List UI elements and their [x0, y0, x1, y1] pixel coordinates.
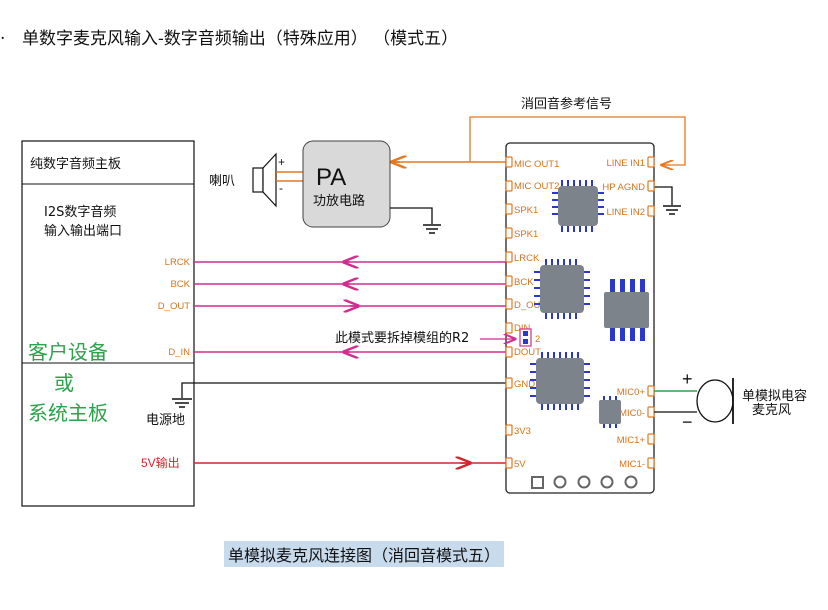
- board-signal-dout: D_OUT: [158, 301, 190, 312]
- heading-text: 单数字麦克风输入-数字音频输出（特殊应用） （模式五）: [22, 29, 459, 49]
- speaker-plus: +: [278, 155, 285, 169]
- analog-microphone: + − 单模拟电容 麦克风: [654, 369, 807, 432]
- pa-amplifier: PA 功放电路: [302, 140, 441, 234]
- port-label-line2: 输入输出端口: [44, 223, 122, 239]
- pin-line-in2: LINE IN2: [606, 207, 645, 218]
- board-signal-din: D_IN: [168, 347, 190, 358]
- chip-middle: [534, 259, 590, 319]
- echo-reference-loop: 消回音参考信号: [469, 96, 686, 165]
- power-out-label: 5V输出: [141, 455, 180, 470]
- r2-resistor: 2: [519, 328, 540, 347]
- pin-mic1-plus: MIC1+: [617, 435, 646, 446]
- pin-bck: BCK: [514, 277, 534, 288]
- pin-dout: DOUT: [514, 347, 541, 358]
- port-label-line1: I2S数字音频: [44, 204, 116, 220]
- mic-label-line1: 单模拟电容: [742, 388, 807, 404]
- ground-connection: 电源地: [146, 382, 510, 428]
- ic-right: [604, 279, 649, 341]
- heading-number: .: [0, 24, 6, 44]
- pin-lrck: LRCK: [514, 253, 540, 264]
- pin-gnd: GND: [514, 379, 535, 390]
- figure-caption: 单模拟麦克风连接图（消回音模式五）: [224, 541, 505, 567]
- bottom-connector: [531, 475, 638, 489]
- pa-subtitle: 功放电路: [313, 193, 365, 209]
- r2-label: 2: [535, 334, 540, 345]
- pin-mic0-minus: MIC0-: [619, 408, 645, 419]
- pin-line-in1: LINE IN1: [606, 158, 645, 169]
- pin-hp-agnd: HP AGND: [602, 182, 645, 193]
- chip-small: [599, 396, 621, 428]
- pin-mic-out1: MIC OUT1: [514, 159, 559, 170]
- board-signal-lrck: LRCK: [165, 257, 191, 268]
- echo-ref-label: 消回音参考信号: [521, 96, 612, 112]
- pin-dout-label: D_OUT: [514, 300, 546, 311]
- customer-label-line2: 或: [54, 371, 74, 395]
- section-heading: . 单数字麦克风输入-数字音频输出（特殊应用） （模式五）: [0, 18, 828, 50]
- hp-agnd-ground: [652, 186, 681, 215]
- customer-label-line3: 系统主板: [28, 401, 108, 425]
- speaker-minus: -: [279, 181, 283, 195]
- main-board: 纯数字音频主板 I2S数字音频 输入输出端口 客户设备 或 系统主板 LRCK …: [21, 140, 195, 507]
- mic-label-line2: 麦克风: [752, 403, 791, 418]
- pin-spk1-b: SPK1: [514, 229, 538, 240]
- customer-label-line1: 客户设备: [28, 340, 108, 364]
- speaker: 喇叭 + -: [209, 152, 303, 208]
- mic-module: MIC OUT1 MIC OUT2 SPK1 SPK1 LRCK BCK D_O…: [505, 142, 655, 494]
- pin-mic-out2: MIC OUT2: [514, 181, 559, 192]
- pin-3v3: 3V3: [514, 426, 531, 437]
- pa-title: PA: [316, 164, 346, 191]
- pin-mic1-minus: MIC1-: [619, 459, 645, 470]
- pin-5v: 5V: [514, 459, 526, 470]
- i2s-wires: [194, 262, 510, 352]
- chip-top: [552, 180, 604, 232]
- mic-plus: +: [682, 369, 693, 389]
- speaker-label: 喇叭: [209, 174, 235, 189]
- chip-bottom: [530, 352, 590, 410]
- r2-note: 此模式要拆掉模组的R2: [335, 330, 469, 346]
- board-title: 纯数字音频主板: [30, 156, 121, 172]
- pin-spk1-a: SPK1: [514, 205, 538, 216]
- ground-label: 电源地: [146, 413, 185, 428]
- board-signal-bck: BCK: [170, 279, 190, 290]
- pin-mic0-plus: MIC0+: [617, 387, 646, 398]
- mic-minus: −: [682, 412, 693, 432]
